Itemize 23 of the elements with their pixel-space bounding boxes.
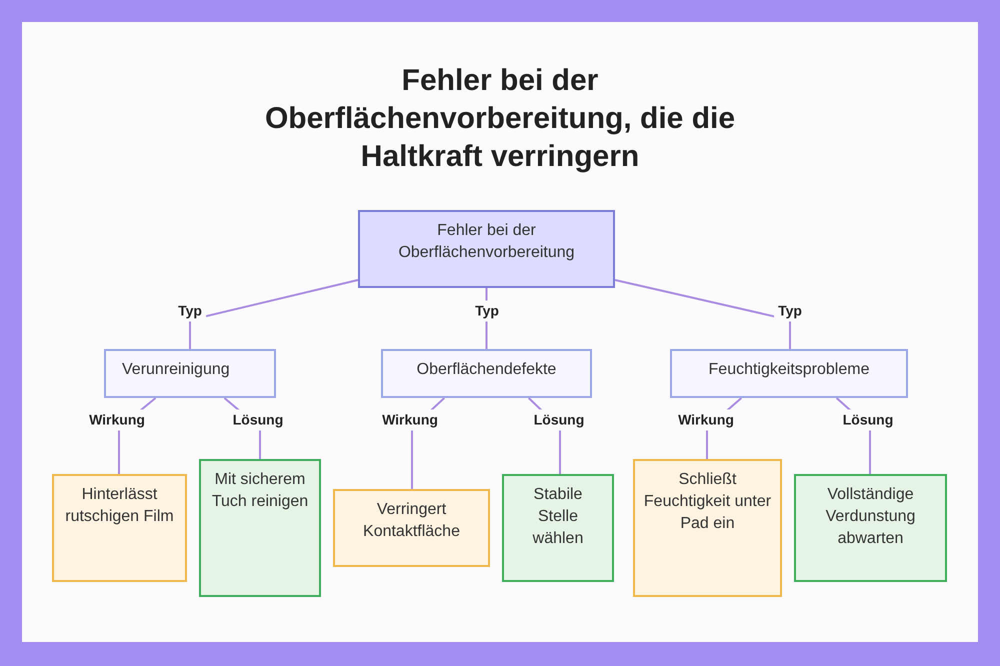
process-box [333,489,490,567]
connector-line [614,279,791,349]
process-box [381,349,592,398]
node-text: Fehler bei der Oberflächenvorbereitung [397,221,576,263]
process-box [358,210,615,288]
process-box [52,474,187,582]
process-box [502,474,614,582]
connector-line [189,279,358,349]
node-text: Schließt Feuchtigkeit unter Pad ein [643,470,772,534]
process-box [104,349,276,398]
node-text: Vollständige Verdunstung abwarten [824,485,916,549]
process-box [633,459,782,597]
node-text: Feuchtigkeitsprobleme [708,360,870,380]
process-box [670,349,908,398]
process-box [199,459,321,597]
diagram-title: Fehler bei der Oberflächenvorbereitung, die die Haltkraft verringern [264,63,736,175]
node-text: Oberflächendefekte [416,360,556,380]
process-box [794,474,947,582]
node-text: Stabile Stelle wählen [532,485,584,549]
node-text: Verringert Kontaktfläche [362,500,461,542]
node-text: Mit sicherem Tuch reinigen [210,470,310,512]
node-text: Verunreinigung [122,360,230,380]
node-text: Hinterlässt rutschigen Film [64,485,175,527]
